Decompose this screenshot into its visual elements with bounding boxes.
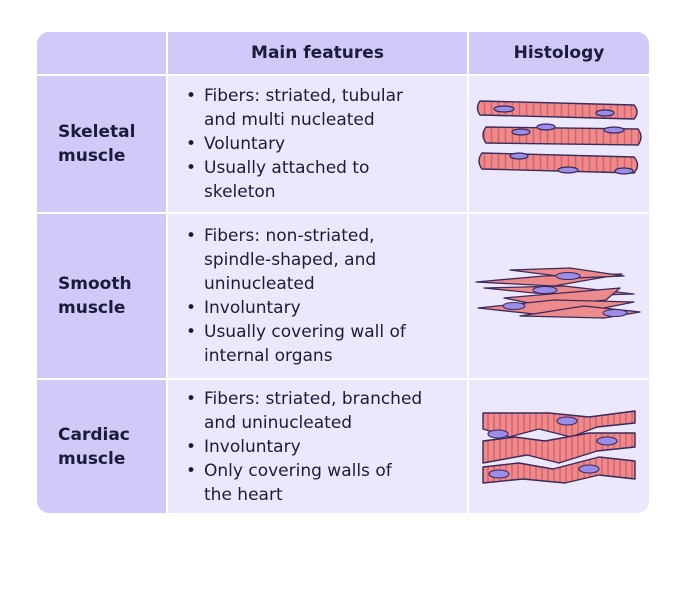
feature-line: uninucleated: [204, 274, 315, 294]
feature-line: Usually attached to: [204, 158, 370, 178]
feature-item: Involuntary: [184, 296, 406, 320]
feature-line: and multi nucleated: [204, 110, 375, 130]
histology-header: Histology: [467, 32, 649, 74]
feature-line: Involuntary: [204, 436, 301, 457]
corner-header-cell: [37, 32, 166, 74]
feature-item: Only covering walls of the heart: [184, 459, 422, 507]
feature-line: skeleton: [204, 182, 276, 202]
feature-line: Only covering walls of: [204, 460, 392, 481]
feature-list: Fibers: striated, branched and uninuclea…: [184, 387, 422, 507]
feature-item: Fibers: striated, tubular and multi nucl…: [184, 84, 403, 132]
feature-item: Fibers: non-striated, spindle-shaped, an…: [184, 224, 406, 296]
histology-skeletal: [467, 74, 649, 212]
feature-line: spindle-shaped, and: [204, 250, 377, 270]
row-header-skeletal: Skeletal muscle: [37, 74, 166, 212]
feature-line: Usually covering wall of: [204, 322, 406, 342]
histology-cardiac: [467, 378, 649, 513]
row-header-line: Skeletal: [58, 122, 136, 142]
feature-line: internal organs: [204, 346, 333, 366]
feature-line: Voluntary: [204, 134, 286, 154]
feature-line: the heart: [204, 484, 283, 505]
smooth-muscle-illustration: [475, 267, 641, 319]
feature-item: Voluntary: [184, 132, 403, 156]
feature-item: Fibers: striated, branched and uninuclea…: [184, 387, 422, 435]
row-header-line: muscle: [58, 298, 126, 318]
skeletal-muscle-illustration: [476, 100, 642, 175]
feature-list: Fibers: striated, tubular and multi nucl…: [184, 84, 403, 204]
row-header-line: muscle: [58, 146, 126, 166]
feature-item: Usually covering wall of internal organs: [184, 320, 406, 368]
row-header-line: muscle: [58, 448, 126, 469]
features-skeletal: Fibers: striated, tubular and multi nucl…: [166, 74, 467, 212]
features-cardiac: Fibers: striated, branched and uninuclea…: [166, 378, 467, 513]
histology-smooth: [467, 212, 649, 378]
feature-list: Fibers: non-striated, spindle-shaped, an…: [184, 224, 406, 368]
feature-line: Fibers: striated, branched: [204, 388, 423, 409]
feature-item: Usually attached to skeleton: [184, 156, 403, 204]
row-header-line: Cardiac: [58, 424, 130, 445]
cardiac-muscle-illustration: [482, 409, 636, 484]
row-header-line: Smooth: [58, 274, 132, 294]
feature-line: Involuntary: [204, 298, 301, 318]
features-smooth: Fibers: non-striated, spindle-shaped, an…: [166, 212, 467, 378]
main-features-header: Main features: [166, 32, 467, 74]
feature-line: Fibers: striated, tubular: [204, 86, 404, 106]
feature-item: Involuntary: [184, 435, 422, 459]
muscle-types-table: Main features Histology Skeletal muscle …: [37, 32, 649, 513]
feature-line: Fibers: non-striated,: [204, 226, 375, 246]
row-header-cardiac: Cardiac muscle: [37, 378, 166, 513]
feature-line: and uninucleated: [204, 412, 353, 433]
row-header-smooth: Smooth muscle: [37, 212, 166, 378]
